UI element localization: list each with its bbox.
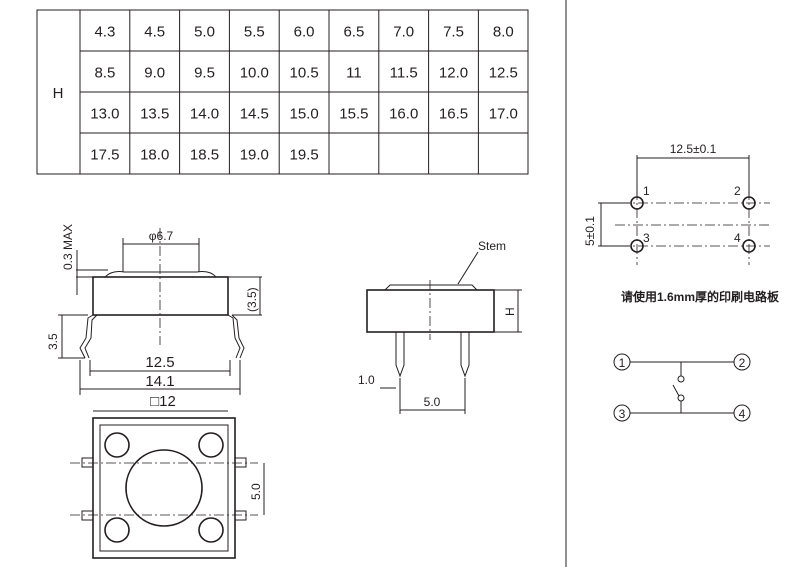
table-cell: 16.0 <box>389 106 418 123</box>
terminal-2: 2 <box>739 356 746 370</box>
overall-width-dim: 14.1 <box>145 373 174 390</box>
table-cell: 11.5 <box>390 65 418 82</box>
pin-label-4: 4 <box>734 231 741 245</box>
side-view: 0.3 MAX φ6.7 0.3 MAX (3.5) 3.5 12.5 14.1… <box>46 224 262 412</box>
pcb-hole <box>742 196 756 210</box>
pcb-layout: 12.5±0.1 5±0.1 1 2 3 4 请使用1.6mm厚的印刷电路板 <box>583 142 780 304</box>
table-cell: 6.0 <box>294 24 315 41</box>
pcb-horizontal-pitch: 12.5±0.1 <box>670 142 717 156</box>
table-cell: 6.5 <box>343 24 364 41</box>
table-cell: 5.5 <box>244 24 265 41</box>
pcb-hole <box>630 196 644 210</box>
switch-contact <box>672 384 680 397</box>
end-view: Stem H 1.0 5.0 <box>358 239 522 414</box>
height-table: H 4.3 4.5 5.0 5.5 6.0 6.5 7.0 7.5 8.0 8.5 9.0 9.5 10… <box>36 9 529 175</box>
pcb-vertical-pitch: 5±0.1 <box>583 216 597 246</box>
table-cell: 10.0 <box>240 65 269 82</box>
body-height-dim: (3.5) <box>245 287 259 312</box>
table-cell: 18.5 <box>190 147 219 164</box>
table-cell: 4.5 <box>144 24 165 41</box>
table-cell: 19.0 <box>240 147 269 164</box>
pin-span-dim: 12.5 <box>145 354 174 371</box>
table-cell: 13.0 <box>90 106 119 123</box>
stem-diameter-dim: φ6.7 <box>149 229 174 243</box>
max-gap-dim: 0.3 MAX <box>61 224 75 270</box>
table-cell: 12.5 <box>489 65 518 82</box>
pin-label-3: 3 <box>643 231 650 245</box>
table-cell: 4.3 <box>94 24 115 41</box>
end-pin-pitch-dim: 5.0 <box>424 395 441 409</box>
height-dim: H <box>503 307 517 316</box>
pcb-hole <box>742 239 756 253</box>
terminal-3: 3 <box>619 407 626 421</box>
table-cell: 8.5 <box>94 65 115 82</box>
table-cell: 7.0 <box>393 24 414 41</box>
table-row-label: H <box>53 85 64 102</box>
body-square-dim: □12 <box>150 393 176 410</box>
table-cell: 15.0 <box>289 106 318 123</box>
table-cell: 12.0 <box>439 65 468 82</box>
table-cell: 19.5 <box>289 147 318 164</box>
table-cell: 9.0 <box>144 65 165 82</box>
table-cell: 17.0 <box>489 106 518 123</box>
table-cell: 14.5 <box>240 106 269 123</box>
pcb-hole <box>630 239 644 253</box>
top-view: 5.0 <box>70 417 265 559</box>
table-cell: 9.5 <box>194 65 215 82</box>
table-cell: 15.5 <box>339 106 368 123</box>
table-cell: 8.0 <box>493 24 514 41</box>
stem-label: Stem <box>478 239 506 253</box>
table-cell: 10.5 <box>289 65 318 82</box>
lead-thickness-dim: 1.0 <box>358 373 375 387</box>
table-cell: 5.0 <box>194 24 215 41</box>
pcb-note: 请使用1.6mm厚的印刷电路板 <box>621 289 780 304</box>
table-cell: 17.5 <box>90 147 119 164</box>
lead-height-dim: 3.5 <box>46 333 60 350</box>
table-cell: 7.5 <box>443 24 464 41</box>
top-pin-pitch-dim: 5.0 <box>249 483 263 500</box>
table-cell: 13.5 <box>140 106 169 123</box>
pin-label-2: 2 <box>734 184 741 198</box>
terminal-4: 4 <box>739 407 746 421</box>
table-cell: 14.0 <box>190 106 219 123</box>
table-cell: 18.0 <box>140 147 169 164</box>
circuit-diagram: 1 2 3 4 <box>613 353 751 422</box>
pin-label-1: 1 <box>643 184 650 198</box>
terminal-1: 1 <box>619 356 626 370</box>
table-cell: 16.5 <box>439 106 468 123</box>
table-cell: 11 <box>346 65 362 82</box>
